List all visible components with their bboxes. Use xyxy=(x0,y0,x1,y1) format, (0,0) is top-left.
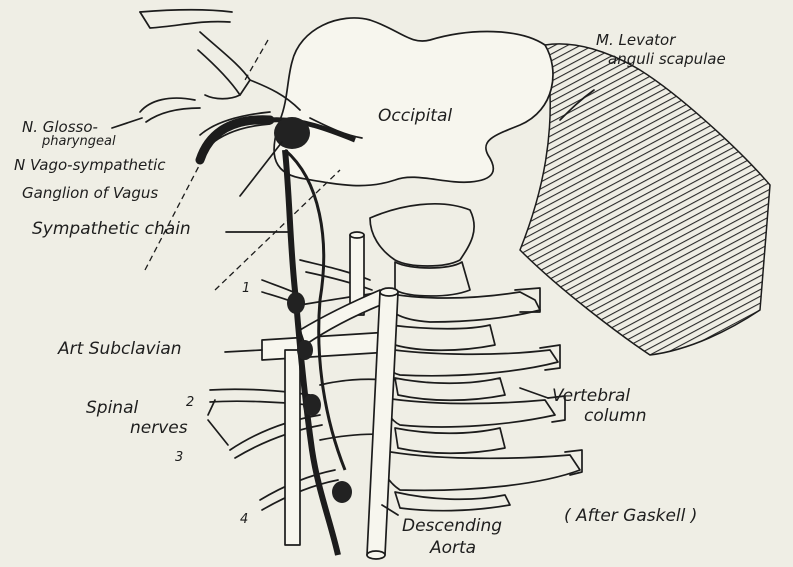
descending-aorta xyxy=(367,288,398,559)
label-nerve-3: 3 xyxy=(175,451,183,464)
label-subclavian: Art Subclavian xyxy=(58,341,182,358)
label-credit: ( After Gaskell ) xyxy=(564,508,697,525)
label-nerves: nerves xyxy=(130,420,188,437)
label-nerve-2: 2 xyxy=(186,396,194,409)
levator-muscle xyxy=(520,44,770,355)
occipital-bone xyxy=(274,18,553,186)
label-nerve-1: 1 xyxy=(242,282,250,295)
label-vertebral: Vertebral xyxy=(552,388,630,405)
label-ganglion-vagus: Ganglion of Vagus xyxy=(22,186,158,201)
label-spinal: Spinal xyxy=(86,400,138,417)
label-descending: Descending xyxy=(402,518,502,535)
label-glossopharyngeal-2: pharyngeal xyxy=(42,135,116,148)
label-column: column xyxy=(584,408,647,425)
label-nerve-4: 4 xyxy=(240,513,248,526)
label-vago-sympathetic: N Vago-sympathetic xyxy=(14,158,166,173)
label-glossopharyngeal: N. Glosso- xyxy=(22,120,98,135)
label-aorta: Aorta xyxy=(430,540,476,557)
label-levator: M. Levator xyxy=(596,33,675,48)
label-levator-2: anguli scapulae xyxy=(608,52,726,67)
label-occipital: Occipital xyxy=(378,108,452,125)
label-sympathetic-chain: Sympathetic chain xyxy=(32,221,191,238)
